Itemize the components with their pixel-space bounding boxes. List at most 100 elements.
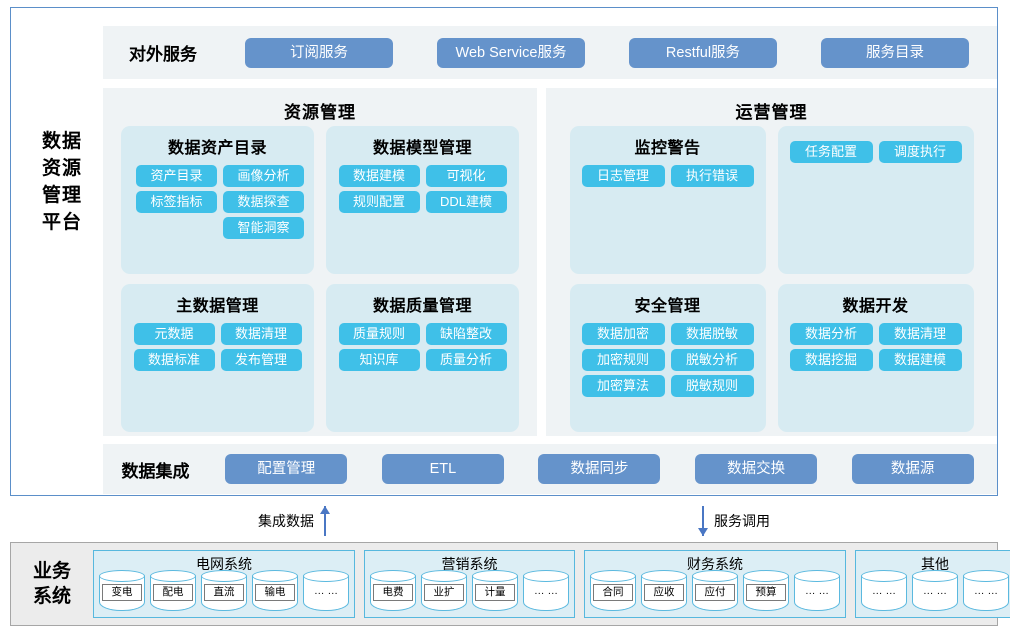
- chip-schedule-execution[interactable]: 调度执行: [878, 141, 962, 163]
- card-master-data-management: 主数据管理 元数据 数据清理 数据标准 发布管理: [121, 284, 314, 432]
- integration-button-etl[interactable]: ETL: [381, 454, 504, 484]
- biz-group-title: 其他: [921, 556, 949, 572]
- chip-log-management[interactable]: 日志管理: [581, 165, 665, 187]
- chip-execution-error[interactable]: 执行错误: [670, 165, 754, 187]
- integration-button-data-exchange[interactable]: 数据交换: [695, 454, 818, 484]
- chip-data-analysis[interactable]: 数据分析: [789, 323, 873, 345]
- database-cylinder-icon[interactable]: … …: [523, 570, 569, 611]
- database-cylinder-icon[interactable]: 电费: [370, 570, 416, 611]
- chip-task-config[interactable]: 任务配置: [789, 141, 873, 163]
- chip-visualization[interactable]: 可视化: [425, 165, 507, 187]
- chip-publish-management[interactable]: 发布管理: [220, 349, 302, 371]
- connector-label: 服务调用: [714, 513, 770, 529]
- external-services-title: 对外服务: [129, 45, 197, 64]
- connector-integrate-data: 集成数据: [258, 506, 331, 536]
- database-cylinder-icon[interactable]: 应收: [641, 570, 687, 611]
- chip-group: 资产目录 画像分析 标签指标 数据探查 智能洞察: [131, 165, 304, 239]
- card-data-asset-catalog: 数据资产目录 资产目录 画像分析 标签指标 数据探查 智能洞察: [121, 126, 314, 274]
- chip-ddl-modeling[interactable]: DDL建模: [425, 191, 507, 213]
- integration-button-config[interactable]: 配置管理: [225, 454, 348, 484]
- database-cylinder-icon[interactable]: … …: [303, 570, 349, 611]
- business-systems-frame: 业务 系统 电网系统 变电 配电 直流 输电 … … 营销系统: [10, 542, 1010, 626]
- arrow-down-icon: [697, 506, 709, 536]
- chip-smart-insight[interactable]: 智能洞察: [223, 217, 304, 239]
- card-title: 数据质量管理: [372, 298, 472, 315]
- chip-portrait-analysis[interactable]: 画像分析: [223, 165, 304, 187]
- card-title: 安全管理: [634, 298, 701, 315]
- chip-group: 数据建模 可视化 规则配置 DDL建模: [336, 165, 509, 213]
- database-cylinder-icon[interactable]: 业扩: [421, 570, 467, 611]
- biz-group-other: 其他 … … … … … …: [855, 550, 1010, 618]
- card-title: 监控警告: [634, 140, 701, 157]
- database-cylinder-icon[interactable]: 计量: [472, 570, 518, 611]
- chip-tag-indicator[interactable]: 标签指标: [136, 191, 217, 213]
- cylinder-row: … … … … … …: [856, 570, 1010, 615]
- panel-resource-management: 资源管理 数据资产目录 资产目录 画像分析 标签指标 数据探查 智能洞察 数据模…: [103, 88, 537, 436]
- chip-data-exploration[interactable]: 数据探查: [223, 191, 304, 213]
- service-button-restful[interactable]: Restful服务: [629, 37, 777, 68]
- card-title: 数据资产目录: [167, 140, 267, 157]
- chip-group: 数据分析 数据清理 数据挖掘 数据建模: [788, 323, 964, 371]
- chip-masking-analysis[interactable]: 脱敏分析: [670, 349, 754, 371]
- database-cylinder-icon[interactable]: … …: [794, 570, 840, 611]
- chip-quality-rule[interactable]: 质量规则: [338, 323, 420, 345]
- chip-data-modeling-dev[interactable]: 数据建模: [878, 349, 962, 371]
- service-button-webservice[interactable]: Web Service服务: [437, 37, 585, 68]
- chip-defect-rectification[interactable]: 缺陷整改: [425, 323, 507, 345]
- database-cylinder-icon[interactable]: 预算: [743, 570, 789, 611]
- card-title: 数据模型管理: [372, 140, 472, 157]
- chip-metadata[interactable]: 元数据: [133, 323, 215, 345]
- card-data-development: 数据开发 数据分析 数据清理 数据挖掘 数据建模: [777, 284, 974, 432]
- chip-asset-catalog[interactable]: 资产目录: [136, 165, 217, 187]
- chip-group: 质量规则 缺陷整改 知识库 质量分析: [336, 323, 509, 371]
- chip-group: 数据加密 数据脱敏 加密规则 脱敏分析 加密算法 脱敏规则: [580, 323, 756, 397]
- cylinder-row: 电费 业扩 计量 … …: [365, 570, 574, 615]
- database-cylinder-icon[interactable]: 输电: [252, 570, 298, 611]
- card-task-scheduling: 任务配置 调度执行: [777, 126, 974, 274]
- integration-button-data-sync[interactable]: 数据同步: [538, 454, 661, 484]
- external-services-row: 对外服务 订阅服务 Web Service服务 Restful服务 服务目录: [103, 26, 997, 79]
- database-cylinder-icon[interactable]: 合同: [590, 570, 636, 611]
- data-integration-title: 数据集成: [121, 461, 190, 481]
- chip-group: 日志管理 执行错误: [580, 165, 756, 187]
- business-systems-title: 业务 系统: [32, 561, 71, 607]
- chip-knowledge-base[interactable]: 知识库: [338, 349, 420, 371]
- biz-group-finance: 财务系统 合同 应收 应付 预算 … …: [584, 550, 846, 618]
- service-button-subscription[interactable]: 订阅服务: [245, 37, 393, 68]
- connector-arrows: 集成数据 服务调用: [0, 500, 1010, 540]
- chip-quality-analysis[interactable]: 质量分析: [425, 349, 507, 371]
- resource-management-cards: 数据资产目录 资产目录 画像分析 标签指标 数据探查 智能洞察 数据模型管理 数…: [103, 126, 537, 432]
- arrow-up-icon: [319, 506, 331, 536]
- chip-encryption-algorithm[interactable]: 加密算法: [581, 375, 665, 397]
- chip-encryption-rule[interactable]: 加密规则: [581, 349, 665, 371]
- database-cylinder-icon[interactable]: 应付: [692, 570, 738, 611]
- database-cylinder-icon[interactable]: 配电: [150, 570, 196, 611]
- platform-title: 数据 资源 管理 平台: [41, 131, 82, 233]
- service-button-catalog[interactable]: 服务目录: [821, 37, 969, 68]
- chip-data-cleaning[interactable]: 数据清理: [220, 323, 302, 345]
- database-cylinder-icon[interactable]: … …: [912, 570, 958, 611]
- chip-rule-config[interactable]: 规则配置: [338, 191, 420, 213]
- business-systems-groups: 电网系统 变电 配电 直流 输电 … … 营销系统 电费: [93, 550, 1010, 618]
- operation-management-cards: 监控警告 日志管理 执行错误 任务配置 调度执行 安全管理: [546, 126, 997, 432]
- database-cylinder-icon[interactable]: … …: [861, 570, 907, 611]
- chip-data-masking[interactable]: 数据脱敏: [670, 323, 754, 345]
- chip-data-modeling[interactable]: 数据建模: [338, 165, 420, 187]
- chip-data-mining[interactable]: 数据挖掘: [789, 349, 873, 371]
- chip-data-encryption[interactable]: 数据加密: [581, 323, 665, 345]
- database-cylinder-icon[interactable]: 直流: [201, 570, 247, 611]
- chip-masking-rule[interactable]: 脱敏规则: [670, 375, 754, 397]
- management-panels: 资源管理 数据资产目录 资产目录 画像分析 标签指标 数据探查 智能洞察 数据模…: [103, 88, 997, 436]
- chip-group: 元数据 数据清理 数据标准 发布管理: [131, 323, 304, 371]
- connector-service-call: 服务调用: [697, 506, 770, 536]
- database-cylinder-icon[interactable]: … …: [963, 570, 1009, 611]
- integration-button-data-source[interactable]: 数据源: [851, 454, 974, 484]
- biz-group-power-grid: 电网系统 变电 配电 直流 输电 … …: [93, 550, 355, 618]
- chip-data-cleaning-dev[interactable]: 数据清理: [878, 323, 962, 345]
- database-cylinder-icon[interactable]: 变电: [99, 570, 145, 611]
- chip-data-standard[interactable]: 数据标准: [133, 349, 215, 371]
- external-services-buttons: 订阅服务 Web Service服务 Restful服务 服务目录: [223, 37, 997, 68]
- biz-group-marketing: 营销系统 电费 业扩 计量 … …: [364, 550, 575, 618]
- card-data-model-management: 数据模型管理 数据建模 可视化 规则配置 DDL建模: [326, 126, 519, 274]
- card-title: 数据开发: [842, 298, 909, 315]
